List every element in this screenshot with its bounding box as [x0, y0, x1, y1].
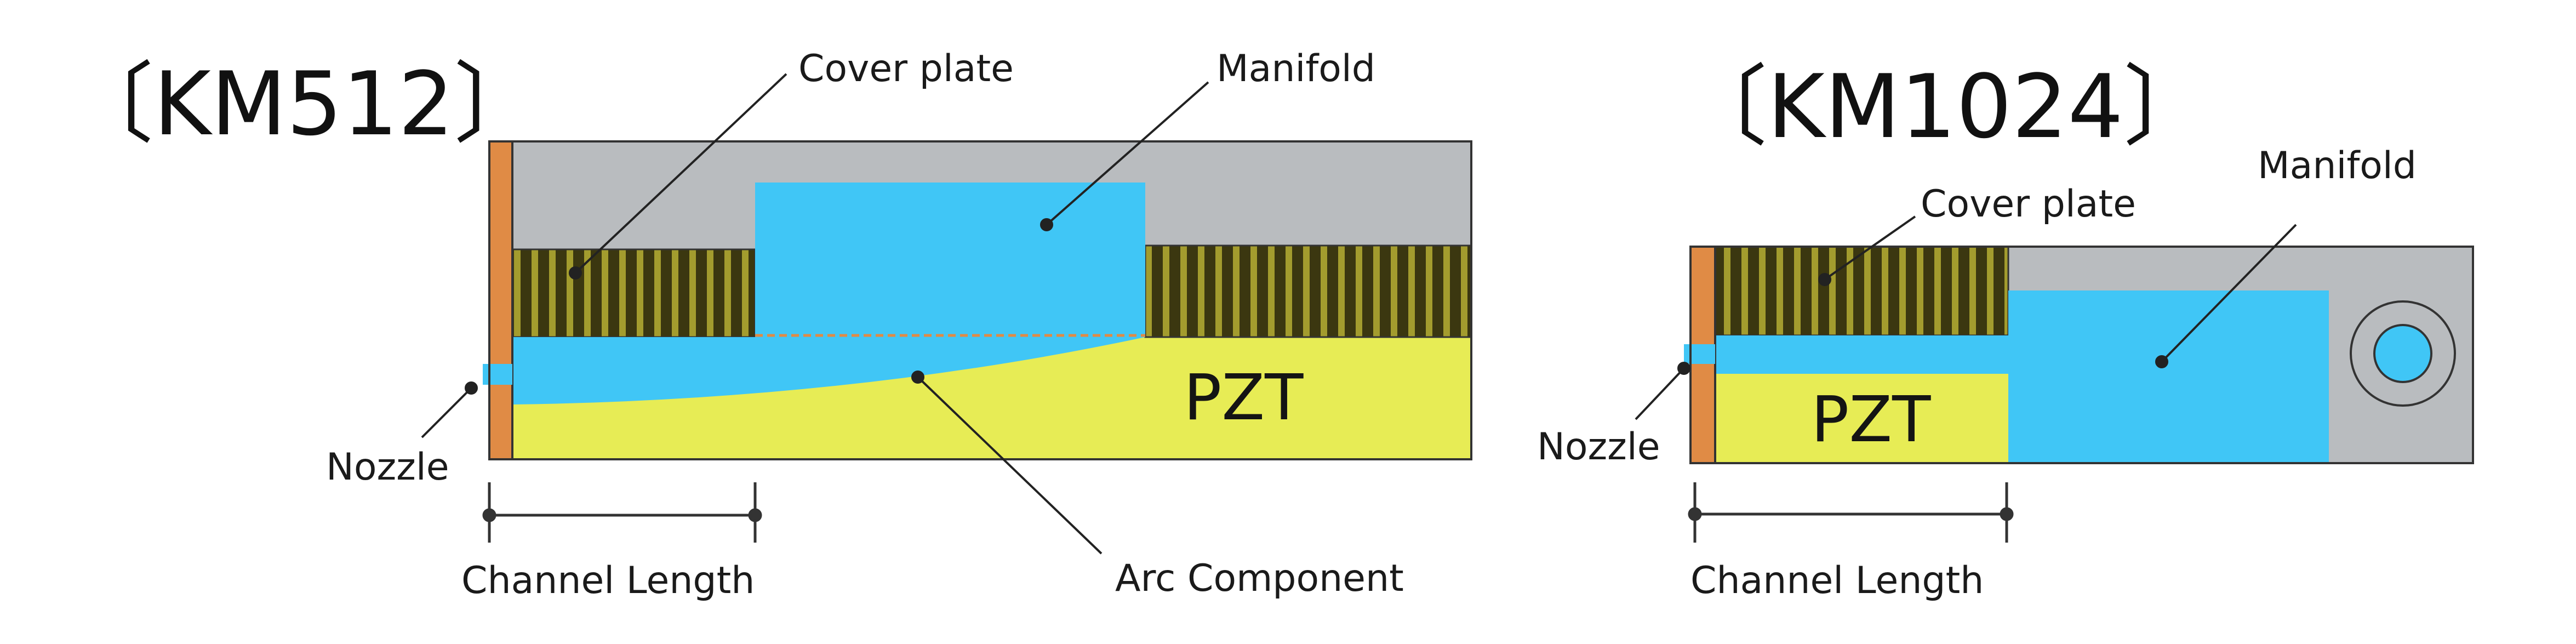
km512-cover-plate-dot	[569, 266, 582, 280]
km512-nozzle-label: Nozzle	[326, 446, 449, 489]
km512-outline	[488, 140, 1472, 460]
km512-pzt-label: PZT	[1184, 361, 1304, 435]
km1024-pzt-label: PZT	[1811, 383, 1931, 457]
km512-channel-length-dimension	[482, 482, 762, 543]
km512-cover-plate-left	[511, 248, 756, 338]
km1024-manifold-label: Manifold	[2258, 144, 2417, 187]
km512-diagram: 〔KM512〕 PZT	[66, 47, 1472, 602]
km512-manifold-dot	[1040, 218, 1053, 231]
km1024-nozzle-opening	[1684, 344, 1715, 364]
km512-leaders	[421, 73, 1209, 555]
km1024-cover-plate-label: Cover plate	[1921, 183, 2136, 226]
km1024-cover-plate	[1714, 246, 2009, 337]
km1024-port-inner	[2373, 324, 2432, 383]
km1024-ink-channel	[1715, 335, 2008, 374]
km1024-outline	[1689, 246, 2474, 464]
km1024-nozzle-label: Nozzle	[1537, 425, 1660, 469]
km1024-channel-length-label: Channel Length	[1690, 559, 1984, 602]
km512-arc-component-label: Arc Component	[1115, 557, 1404, 600]
km512-channel-length-label: Channel Length	[461, 559, 755, 602]
km512-arc-dot	[911, 371, 924, 384]
km512-cover-plate-label: Cover plate	[798, 47, 1014, 90]
km1024-title: 〔KM1024〕	[1680, 55, 2211, 158]
km1024-channel-length-dimension	[1688, 482, 2014, 543]
km1024-diagram: 〔KM1024〕 PZT Cover plate	[1537, 55, 2474, 602]
km512-nozzle-plate	[488, 140, 513, 460]
km512-nozzle-opening	[483, 364, 512, 385]
km1024-cover-plate-dot	[1818, 273, 1831, 286]
km512-manifold-label: Manifold	[1216, 47, 1375, 90]
km512-cover-plate-right	[1144, 244, 1472, 338]
km512-title: 〔KM512〕	[66, 53, 541, 155]
km1024-nozzle-dot	[1677, 362, 1690, 375]
km1024-pzt-block	[1715, 374, 2008, 463]
km512-manifold	[755, 183, 1145, 337]
km1024-manifold-dot	[2155, 355, 2168, 368]
km512-ink-channel	[512, 337, 1145, 404]
km1024-leaders	[1635, 215, 2297, 420]
km1024-manifold	[2008, 290, 2329, 463]
km512-nozzle-dot	[465, 381, 478, 395]
